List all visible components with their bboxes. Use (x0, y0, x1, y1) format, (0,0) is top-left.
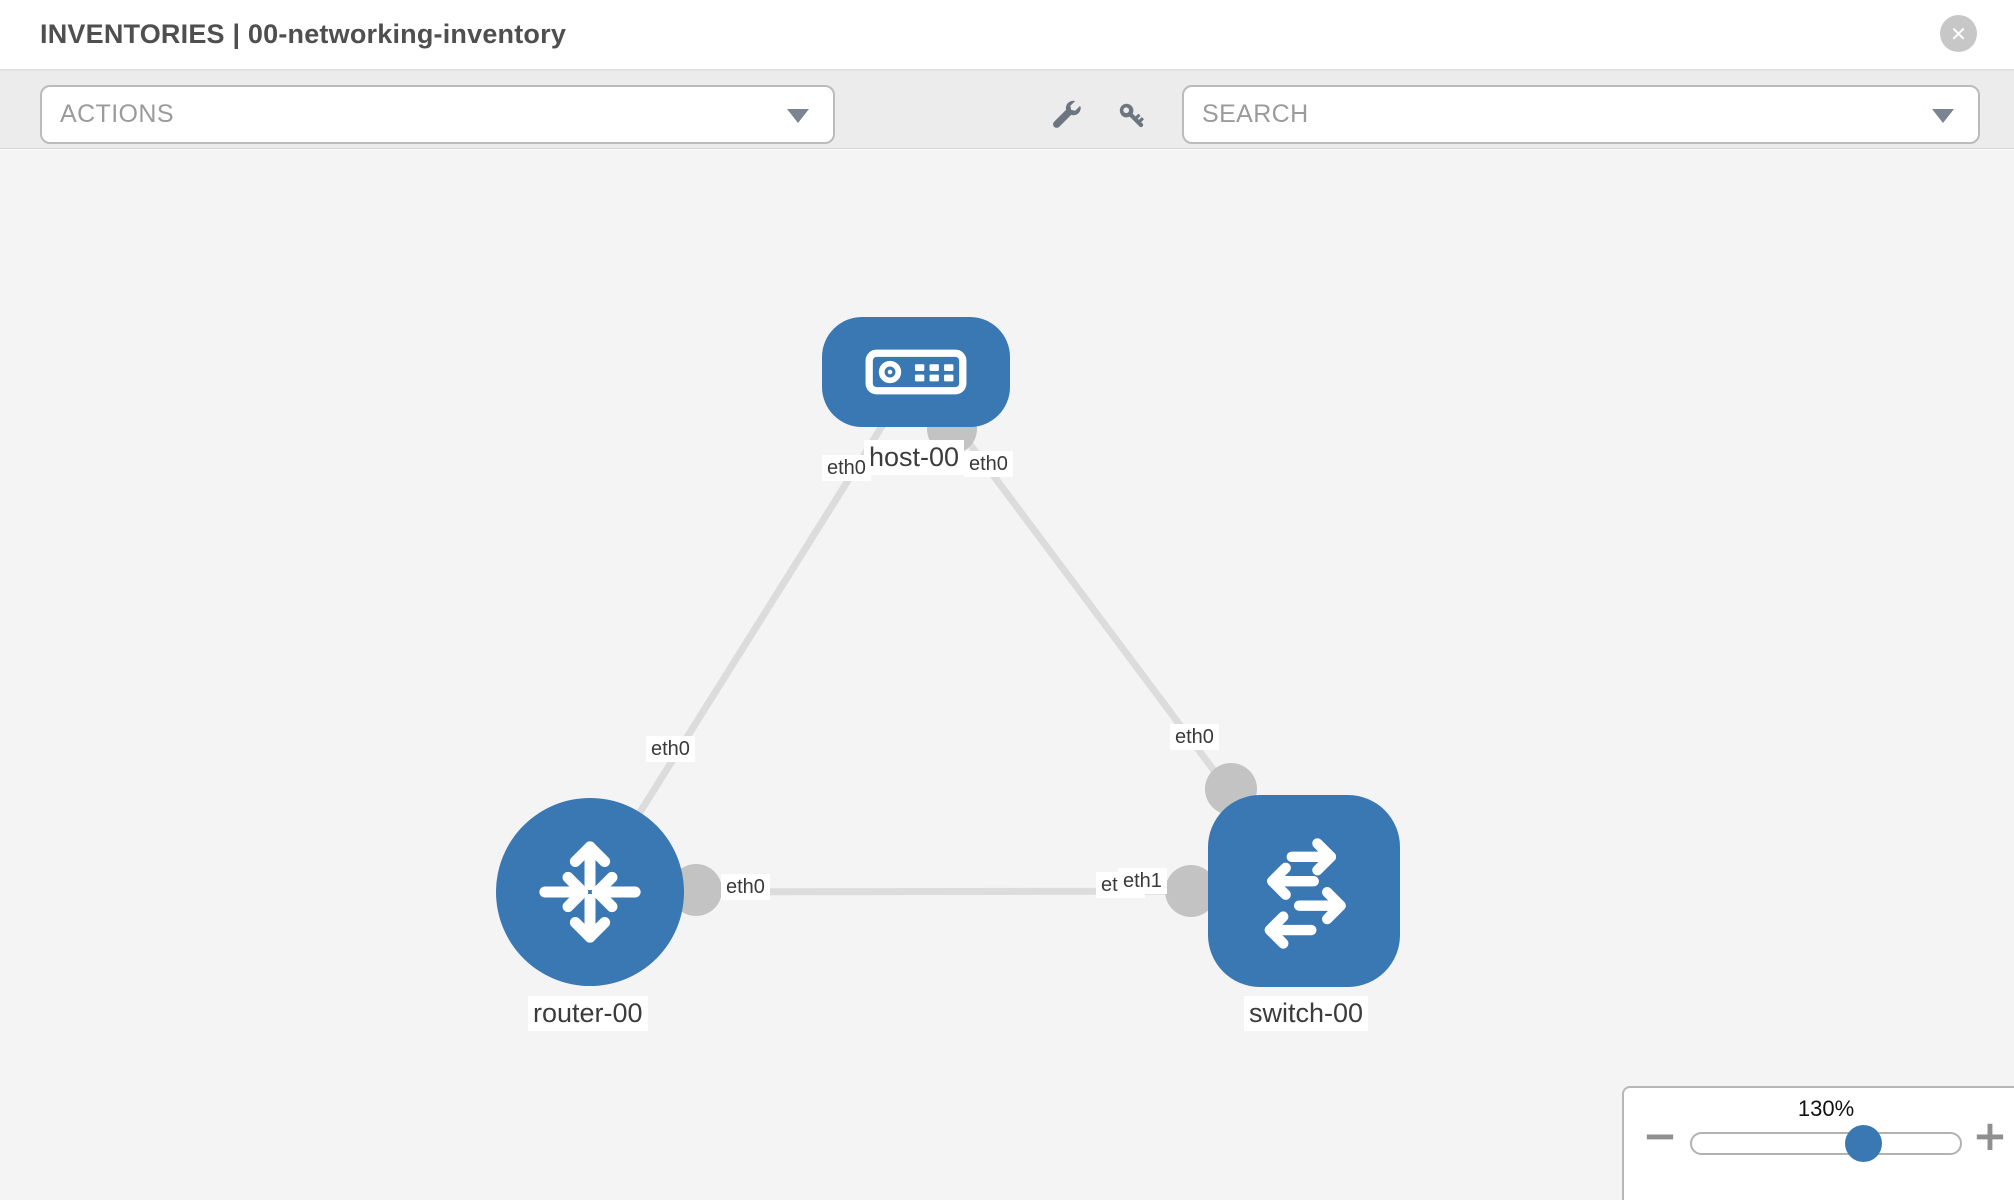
credentials-button[interactable] (1112, 96, 1152, 136)
zoom-control-panel: 130% − + (1622, 1086, 2014, 1200)
page-title: INVENTORIES | 00-networking-inventory (40, 19, 567, 49)
interface-label-host-eth0-left: eth0 (822, 455, 871, 481)
search-dropdown[interactable]: SEARCH (1182, 85, 1980, 144)
node-router-00[interactable] (496, 798, 684, 986)
zoom-percent-label: 130% (1797, 1096, 1855, 1121)
chevron-down-icon (787, 109, 809, 123)
search-dropdown-label: SEARCH (1202, 100, 1309, 128)
node-switch-00[interactable] (1208, 795, 1400, 987)
interface-label-router-eth0-uplink: eth0 (646, 736, 695, 762)
actions-dropdown-label: ACTIONS (60, 100, 174, 128)
interface-label-router-eth0: eth0 (721, 874, 770, 900)
router-arrows-icon (539, 841, 641, 943)
switch-arrows-icon (1264, 838, 1346, 949)
zoom-slider-track[interactable] (1690, 1125, 1962, 1162)
toolbar: ACTIONS SEARCH (0, 71, 2014, 149)
node-label-host-00: host-00 (864, 440, 965, 476)
topology-canvas[interactable] (0, 150, 2014, 1200)
server-icon (865, 349, 967, 395)
configure-button[interactable] (1046, 96, 1086, 136)
zoom-slider-thumb[interactable] (1845, 1125, 1882, 1162)
actions-dropdown[interactable]: ACTIONS (40, 85, 835, 144)
interface-label-switch-eth0: eth0 (1170, 724, 1219, 750)
interface-label-switch-eth1: eth1 (1118, 868, 1167, 894)
chevron-down-icon (1932, 109, 1954, 123)
wrench-icon (1053, 100, 1081, 128)
zoom-in-button[interactable]: + (1968, 1106, 2012, 1166)
key-icon (1119, 103, 1144, 128)
interface-label-host-eth0-right: eth0 (964, 451, 1013, 477)
plus-icon: + (1972, 1111, 2008, 1160)
node-host-00[interactable] (822, 317, 1010, 427)
node-label-router-00: router-00 (528, 996, 648, 1032)
minus-icon: − (1642, 1111, 1678, 1160)
zoom-out-button[interactable]: − (1638, 1106, 1682, 1166)
node-label-switch-00: switch-00 (1244, 996, 1369, 1032)
close-button[interactable]: ✕ (1940, 15, 1977, 52)
close-icon: ✕ (1950, 21, 1967, 46)
header: INVENTORIES | 00-networking-inventory ✕ (0, 0, 2014, 71)
